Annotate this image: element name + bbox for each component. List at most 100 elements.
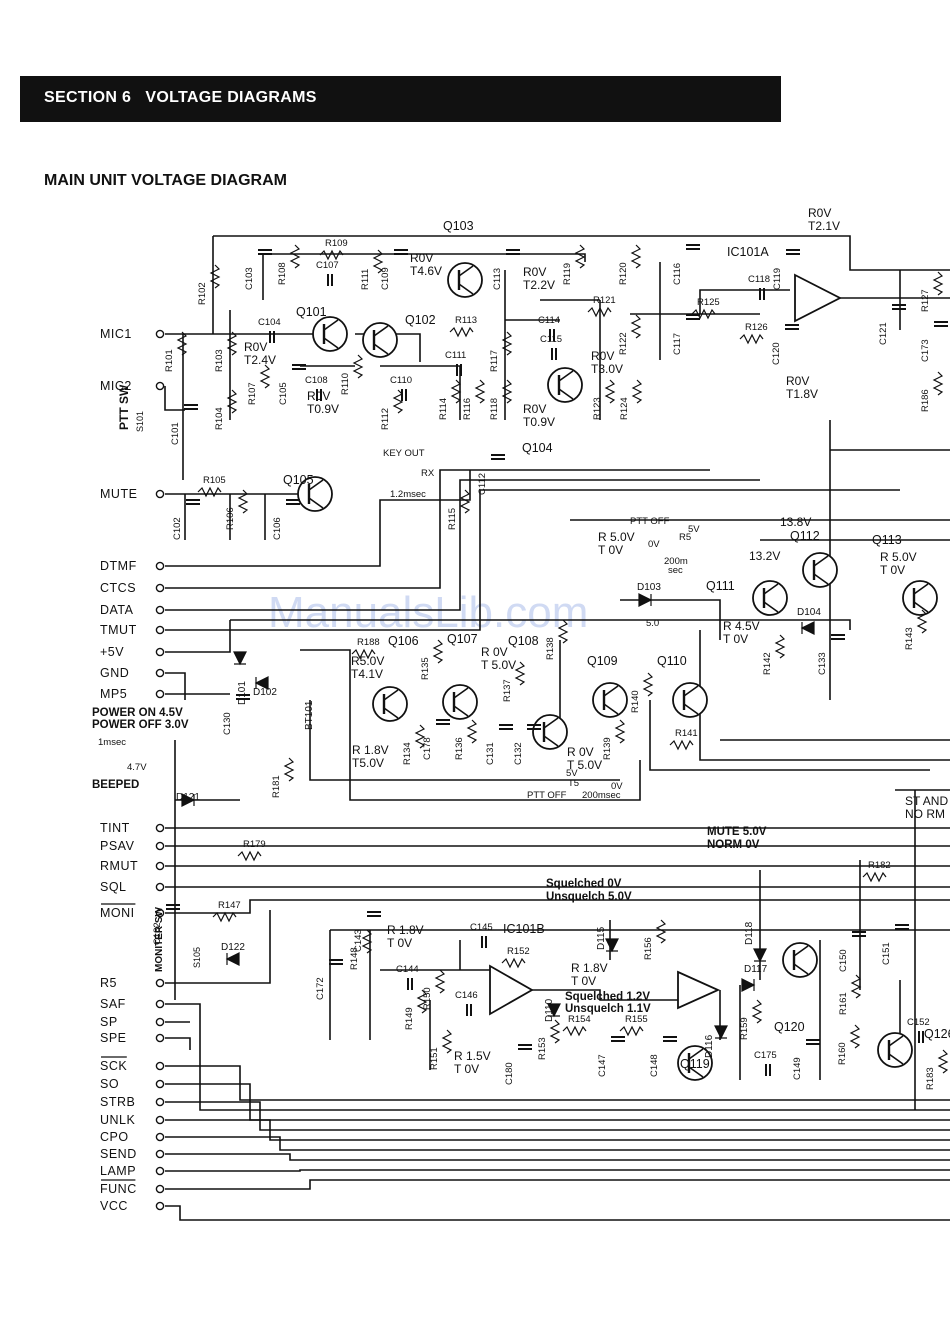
capacitor-plates — [831, 634, 845, 640]
annotation-q112-b: 13.2V — [749, 549, 780, 563]
resistor-r134: R134 — [402, 724, 426, 765]
resistor-label: R183 — [925, 1067, 936, 1090]
resistor-r156: R156 — [643, 919, 667, 960]
diode-d104: D104 — [797, 607, 821, 618]
resistor-r160: R160 — [837, 1024, 861, 1065]
pin-mute: MUTE — [100, 487, 165, 501]
pin-label: RMUT — [100, 859, 138, 873]
capacitor-plates — [401, 389, 407, 401]
capacitor-label: C110 — [390, 375, 412, 386]
capacitor-c103: C103 — [244, 249, 272, 290]
transistor-body — [442, 684, 478, 720]
pin-label: PTT SW — [117, 384, 131, 430]
pin-strb: STRB — [100, 1095, 165, 1109]
resistor-zigzag — [916, 609, 928, 634]
capacitor-c102: C102 — [172, 499, 200, 540]
pin-terminal — [155, 1201, 165, 1211]
capacitor-c119: C119 — [772, 249, 800, 290]
annotation-q108-b: T 5.0V — [481, 658, 516, 672]
capacitor-plates — [407, 978, 413, 990]
transistor-leads — [558, 370, 574, 400]
pin-terminal — [155, 583, 165, 593]
transistor-leads — [308, 479, 324, 509]
resistor-zigzag — [466, 719, 478, 744]
resistor-r125: R125 — [691, 297, 720, 320]
capacitor-c152: C152 — [907, 1017, 930, 1043]
resistor-label: R116 — [462, 398, 473, 420]
diode-label: D115 — [596, 926, 607, 950]
resistor-label: R161 — [838, 992, 849, 1015]
pin-label: FUNC — [100, 1182, 137, 1196]
resistor-label: R115 — [447, 508, 458, 530]
pin-terminal — [155, 1061, 165, 1071]
resistor-label: R156 — [643, 937, 654, 960]
resistor-r142: R142 — [762, 634, 786, 675]
diode-d122: D122 — [221, 942, 245, 953]
resistor-zigzag — [631, 379, 643, 404]
pin-label: DATA — [100, 603, 134, 617]
resistor-label: R127 — [920, 289, 931, 312]
pin-psav: PSAV — [100, 839, 165, 853]
capacitor-label: C143 — [353, 929, 364, 952]
transistor-label: Q112 — [790, 529, 820, 543]
resistor-label: R160 — [837, 1042, 848, 1065]
transistor-body — [312, 316, 348, 352]
capacitor-c116: C116 — [672, 244, 700, 285]
transistor-label: Q109 — [587, 654, 618, 668]
pin-ctcs: CTCS — [100, 581, 165, 595]
transistor-label: Q105 — [283, 473, 314, 487]
resistor-label: R136 — [454, 737, 465, 760]
annotation-power-on: POWER ON 4.5V — [92, 707, 183, 719]
resistor-r182: R182 — [862, 860, 891, 883]
resistor-zigzag — [501, 331, 513, 356]
transistor-q113: Q113 — [872, 533, 938, 616]
resistor-r112: R112 — [380, 389, 404, 430]
annotation-q102-a: R0V — [410, 251, 433, 265]
capacitor-plates — [258, 249, 272, 255]
resistor-r103: R103 — [214, 331, 238, 372]
annotation-sq-a: Squelched 0V — [546, 878, 622, 890]
pin--5v: +5V — [100, 645, 165, 659]
capacitor-label: C117 — [672, 333, 683, 355]
transistor-body — [297, 476, 333, 512]
capacitor-plates — [806, 1039, 820, 1045]
annotation-beeped: BEEPED — [92, 779, 139, 791]
transistor-label: Q119 — [680, 1057, 710, 1071]
pin-label: GND — [100, 666, 129, 680]
transistor-label: Q111 — [706, 579, 735, 593]
diode-label: D101 — [237, 681, 248, 705]
transistor-q112: Q112 — [790, 529, 838, 588]
capacitor-c110: C110 — [390, 375, 412, 401]
capacitor-c150: C150 — [838, 931, 866, 972]
capacitor-plates — [367, 911, 381, 917]
capacitor-c121: C121 — [878, 304, 906, 345]
diode-label: D116 — [704, 1034, 715, 1058]
capacitor-label: C173 — [920, 339, 931, 362]
diode-d116: D116 — [704, 1034, 715, 1058]
pin-spe: SPE — [100, 1031, 165, 1045]
capacitor-label: C112 — [477, 473, 488, 495]
pin-label: R5 — [100, 976, 117, 990]
resistor-r127: R127 — [920, 271, 944, 312]
resistor-zigzag — [441, 1029, 453, 1054]
annotation-ptt-off: PTT OFF — [630, 516, 670, 527]
annotation-q101-b: T2.4V — [244, 353, 276, 367]
annotation-q106-a: R5.0V — [351, 654, 384, 668]
annotation-ptt-sec: sec — [668, 565, 683, 576]
resistor-r119: R119 — [562, 244, 586, 285]
resistor-r113: R113 — [449, 315, 477, 338]
resistor-label: R182 — [868, 860, 891, 871]
watermark: ManualsLib.com — [268, 588, 589, 637]
resistor-label: R150 — [422, 987, 433, 1010]
resistor-r121: R121 — [587, 295, 616, 318]
diode-d115: D115 — [596, 926, 607, 950]
transistor-leads — [543, 717, 559, 747]
capacitor-plates — [491, 454, 505, 460]
transistor-q126: Q126 — [877, 1027, 950, 1068]
resistor-zigzag — [655, 919, 667, 944]
capacitor-label: C114 — [538, 315, 560, 326]
capacitor-label: C107 — [316, 260, 339, 271]
resistor-r111: R111 — [360, 249, 384, 290]
resistor-label: R186 — [920, 389, 931, 412]
